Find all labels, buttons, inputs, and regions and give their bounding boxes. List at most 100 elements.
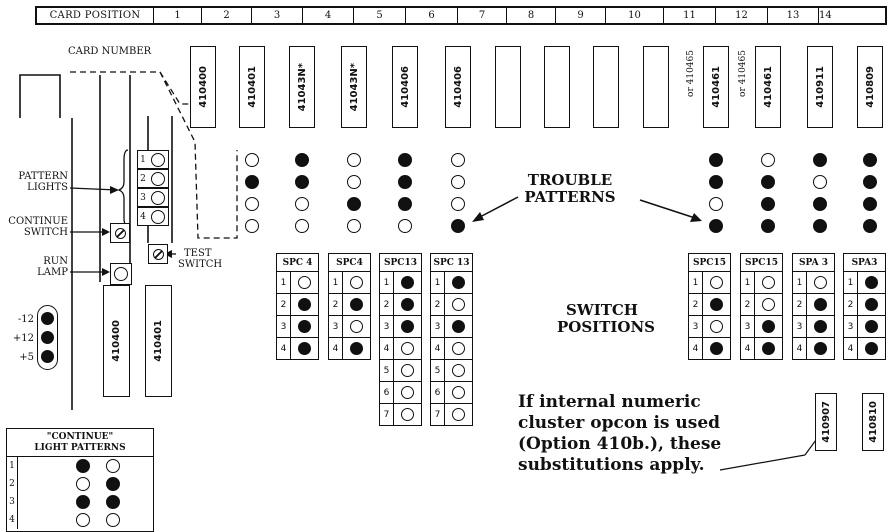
switch-state-3-5[interactable] bbox=[401, 364, 414, 377]
switch-row: 3 bbox=[277, 316, 318, 338]
switch-row-number: 1 bbox=[329, 272, 343, 293]
clp-light-2-2 bbox=[106, 477, 120, 491]
switch-state-7-3[interactable] bbox=[814, 320, 827, 333]
pattern-lights-label: PATTERN LIGHTS bbox=[4, 171, 68, 193]
trouble-light-4-2 bbox=[347, 175, 361, 189]
switch-cell bbox=[703, 316, 730, 337]
card-number-label: CARD NUMBER bbox=[68, 46, 152, 57]
switch-state-7-2[interactable] bbox=[814, 298, 827, 311]
switch-row-number: 1 bbox=[793, 272, 807, 293]
switch-title-8: SPA3 bbox=[844, 254, 885, 272]
switch-state-7-1[interactable] bbox=[814, 276, 827, 289]
test-switch-label-1: TEST bbox=[184, 248, 212, 259]
switch-state-8-4[interactable] bbox=[865, 342, 878, 355]
switch-row-number: 3 bbox=[741, 316, 755, 337]
switch-state-6-1[interactable] bbox=[762, 276, 775, 289]
switch-state-8-1[interactable] bbox=[865, 276, 878, 289]
continue-switch-label: CONTINUE SWITCH bbox=[4, 216, 68, 238]
card-slot-7 bbox=[495, 46, 521, 128]
switch-state-4-7[interactable] bbox=[452, 408, 465, 421]
switch-state-8-2[interactable] bbox=[865, 298, 878, 311]
switch-state-1-1[interactable] bbox=[298, 276, 311, 289]
switch-state-1-3[interactable] bbox=[298, 320, 311, 333]
switch-cell bbox=[858, 338, 885, 359]
switch-state-4-6[interactable] bbox=[452, 386, 465, 399]
switch-row-number: 2 bbox=[329, 294, 343, 315]
switch-state-3-1[interactable] bbox=[401, 276, 414, 289]
switch-state-3-4[interactable] bbox=[401, 342, 414, 355]
switch-state-2-3[interactable] bbox=[350, 320, 363, 333]
card-number-4: 41043N* bbox=[348, 62, 360, 112]
switch-row-number: 2 bbox=[741, 294, 755, 315]
switch-state-4-5[interactable] bbox=[452, 364, 465, 377]
switch-state-4-1[interactable] bbox=[452, 276, 465, 289]
substitution-note: If internal numeric cluster opcon is use… bbox=[518, 392, 721, 476]
switch-cell bbox=[703, 294, 730, 315]
switch-state-5-4[interactable] bbox=[710, 342, 723, 355]
switch-state-7-4[interactable] bbox=[814, 342, 827, 355]
continue-switch[interactable] bbox=[110, 223, 130, 243]
substitution-card-14-text: 410810 bbox=[867, 401, 879, 443]
switch-cell bbox=[755, 294, 782, 315]
trouble-light-12-3 bbox=[761, 197, 775, 211]
clp-light-4-2 bbox=[106, 513, 120, 527]
trouble-light-5-1 bbox=[398, 153, 412, 167]
switch-state-3-3[interactable] bbox=[401, 320, 414, 333]
switch-state-4-4[interactable] bbox=[452, 342, 465, 355]
trouble-patterns-label: TROUBLE PATTERNS bbox=[510, 172, 630, 206]
card-number-1: 410400 bbox=[197, 66, 209, 108]
switch-row-number: 2 bbox=[689, 294, 703, 315]
test-point-plus5[interactable] bbox=[41, 350, 54, 363]
switch-cell bbox=[445, 404, 472, 425]
trouble-light-4-3 bbox=[347, 197, 361, 211]
switch-state-4-2[interactable] bbox=[452, 298, 465, 311]
switch-state-3-2[interactable] bbox=[401, 298, 414, 311]
switch-state-2-2[interactable] bbox=[350, 298, 363, 311]
switch-state-4-3[interactable] bbox=[452, 320, 465, 333]
test-point-minus12[interactable] bbox=[41, 312, 54, 325]
trouble-light-5-2 bbox=[398, 175, 412, 189]
card-position-2: 2 bbox=[201, 8, 251, 23]
switch-row-number: 3 bbox=[793, 316, 807, 337]
switch-state-1-2[interactable] bbox=[298, 298, 311, 311]
test-point-plus12[interactable] bbox=[41, 331, 54, 344]
switch-row: 3 bbox=[329, 316, 370, 338]
switch-state-8-3[interactable] bbox=[865, 320, 878, 333]
pattern-lamp-2 bbox=[151, 171, 165, 186]
switch-state-3-7[interactable] bbox=[401, 408, 414, 421]
switch-state-2-4[interactable] bbox=[350, 342, 363, 355]
test-switch-label-2: SWITCH bbox=[178, 259, 223, 270]
pattern-lamp-number-3: 3 bbox=[140, 192, 146, 203]
card-number-5: 410406 bbox=[399, 66, 411, 108]
switch-state-2-1[interactable] bbox=[350, 276, 363, 289]
trouble-light-12-4 bbox=[761, 219, 775, 233]
pattern-lamp-1 bbox=[151, 152, 165, 167]
switch-state-5-3[interactable] bbox=[710, 320, 723, 333]
trouble-light-12-2 bbox=[761, 175, 775, 189]
switch-state-5-1[interactable] bbox=[710, 276, 723, 289]
switch-state-6-2[interactable] bbox=[762, 298, 775, 311]
card-number-14: 410809 bbox=[864, 66, 876, 108]
clp-title-2: LIGHT PATTERNS bbox=[34, 443, 126, 453]
switch-cell bbox=[394, 404, 421, 425]
test-switch[interactable] bbox=[148, 244, 168, 264]
switch-state-3-6[interactable] bbox=[401, 386, 414, 399]
trouble-light-2-4 bbox=[245, 219, 259, 233]
switch-state-1-4[interactable] bbox=[298, 342, 311, 355]
switch-row: 1 bbox=[689, 272, 730, 294]
switch-state-6-3[interactable] bbox=[762, 320, 775, 333]
test-switch-label: TEST SWITCH bbox=[178, 248, 228, 270]
switch-row: 6 bbox=[431, 382, 472, 404]
switch-cell bbox=[755, 338, 782, 359]
switch-state-5-2[interactable] bbox=[710, 298, 723, 311]
card-position-12: 12 bbox=[715, 8, 767, 23]
clp-row-number-3: 3 bbox=[7, 493, 18, 511]
switch-row: 3 bbox=[689, 316, 730, 338]
switch-state-6-4[interactable] bbox=[762, 342, 775, 355]
switch-row-number: 1 bbox=[277, 272, 291, 293]
run-lamp-label-2: LAMP bbox=[37, 267, 68, 278]
switch-row: 4 bbox=[431, 338, 472, 360]
